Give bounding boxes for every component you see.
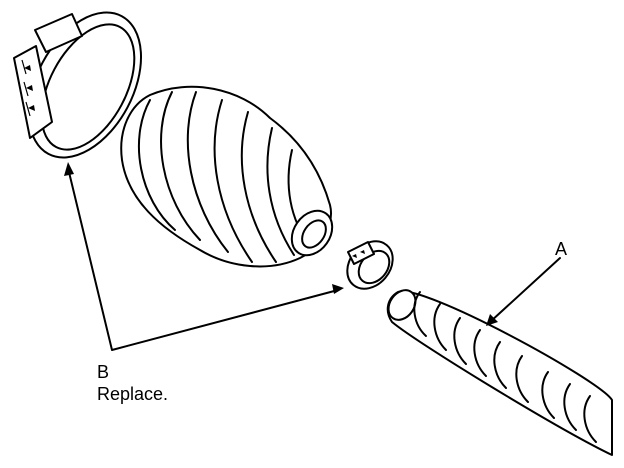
callout-a-label: A [555,239,568,259]
driveshaft [386,289,613,456]
outer-cv-boot [120,85,334,268]
callout-b-label: B [97,362,110,382]
callout-b-note: Replace. [97,384,169,404]
leader-lines [64,162,561,351]
small-boot-band-clamp [346,240,394,290]
leader-a [489,257,561,323]
large-boot-band-clamp [13,11,143,159]
leader-b [67,167,339,351]
